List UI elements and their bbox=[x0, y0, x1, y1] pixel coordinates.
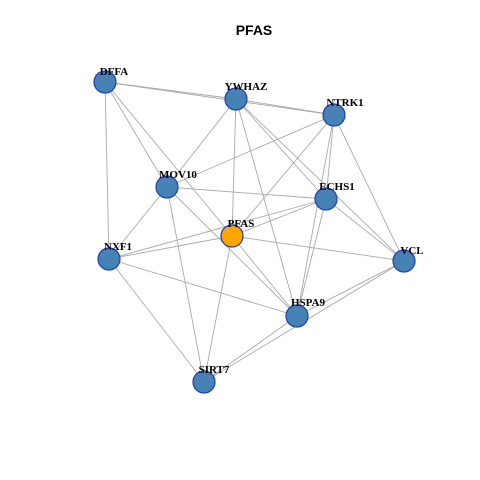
edge-echs1-pfas bbox=[231, 198, 327, 237]
node-hspa9 bbox=[285, 304, 309, 328]
node-vcl bbox=[392, 249, 416, 273]
node-nxf1 bbox=[97, 247, 121, 271]
edge-ntrk1-pfas bbox=[231, 114, 335, 237]
node-label-sirt7: SIRT7 bbox=[199, 364, 230, 376]
edge-nxf1-hspa9 bbox=[108, 258, 298, 317]
edge-ntrk1-echs1 bbox=[325, 114, 335, 200]
node-label-echs1: ECHS1 bbox=[319, 181, 354, 193]
node-ntrk1 bbox=[322, 103, 346, 127]
node-label-pfas: PFAS bbox=[228, 218, 255, 230]
edge-ywhaz-echs1 bbox=[235, 98, 327, 200]
edge-dffa-mov10 bbox=[104, 81, 168, 188]
node-label-ywhaz: YWHAZ bbox=[225, 81, 268, 93]
node-label-vcl: VCL bbox=[400, 245, 423, 257]
chart-title: PFAS bbox=[236, 22, 273, 38]
edge-mov10-nxf1 bbox=[108, 186, 168, 260]
node-label-ntrk1: NTRK1 bbox=[326, 97, 363, 109]
edge-nxf1-sirt7 bbox=[108, 258, 205, 383]
edge-dffa-nxf1 bbox=[104, 81, 110, 260]
edge-ntrk1-mov10 bbox=[166, 114, 335, 188]
edge-ntrk1-hspa9 bbox=[296, 114, 335, 317]
edge-ywhaz-mov10 bbox=[166, 98, 237, 188]
node-label-mov10: MOV10 bbox=[159, 169, 197, 181]
edge-ywhaz-ntrk1 bbox=[235, 98, 335, 116]
edge-dffa-pfas bbox=[104, 81, 233, 237]
node-pfas bbox=[220, 224, 244, 248]
edge-hspa9-sirt7 bbox=[203, 315, 298, 383]
edge-ntrk1-vcl bbox=[333, 114, 405, 262]
edge-dffa-ntrk1 bbox=[104, 81, 335, 116]
edge-ywhaz-hspa9 bbox=[235, 98, 298, 317]
edge-pfas-hspa9 bbox=[231, 235, 298, 317]
edge-echs1-hspa9 bbox=[296, 198, 327, 317]
node-label-nxf1: NXF1 bbox=[104, 241, 132, 253]
edge-vcl-hspa9 bbox=[296, 260, 405, 317]
edge-mov10-sirt7 bbox=[166, 186, 205, 383]
edge-pfas-vcl bbox=[231, 235, 405, 262]
edge-mov10-echs1 bbox=[166, 186, 327, 200]
node-sirt7 bbox=[192, 370, 216, 394]
node-echs1 bbox=[314, 187, 338, 211]
edge-echs1-vcl bbox=[325, 198, 405, 262]
edge-echs1-nxf1 bbox=[108, 198, 327, 260]
node-dffa bbox=[93, 70, 117, 94]
edge-pfas-sirt7 bbox=[203, 235, 233, 383]
node-mov10 bbox=[155, 175, 179, 199]
node-label-hspa9: HSPA9 bbox=[291, 297, 326, 309]
node-label-dffa: DFFA bbox=[100, 66, 129, 78]
node-ywhaz bbox=[224, 87, 248, 111]
edge-mov10-hspa9 bbox=[166, 186, 298, 317]
edge-pfas-nxf1 bbox=[108, 235, 233, 260]
edge-layer bbox=[104, 81, 405, 383]
edge-ywhaz-vcl bbox=[235, 98, 405, 262]
edge-ywhaz-pfas bbox=[231, 98, 237, 237]
